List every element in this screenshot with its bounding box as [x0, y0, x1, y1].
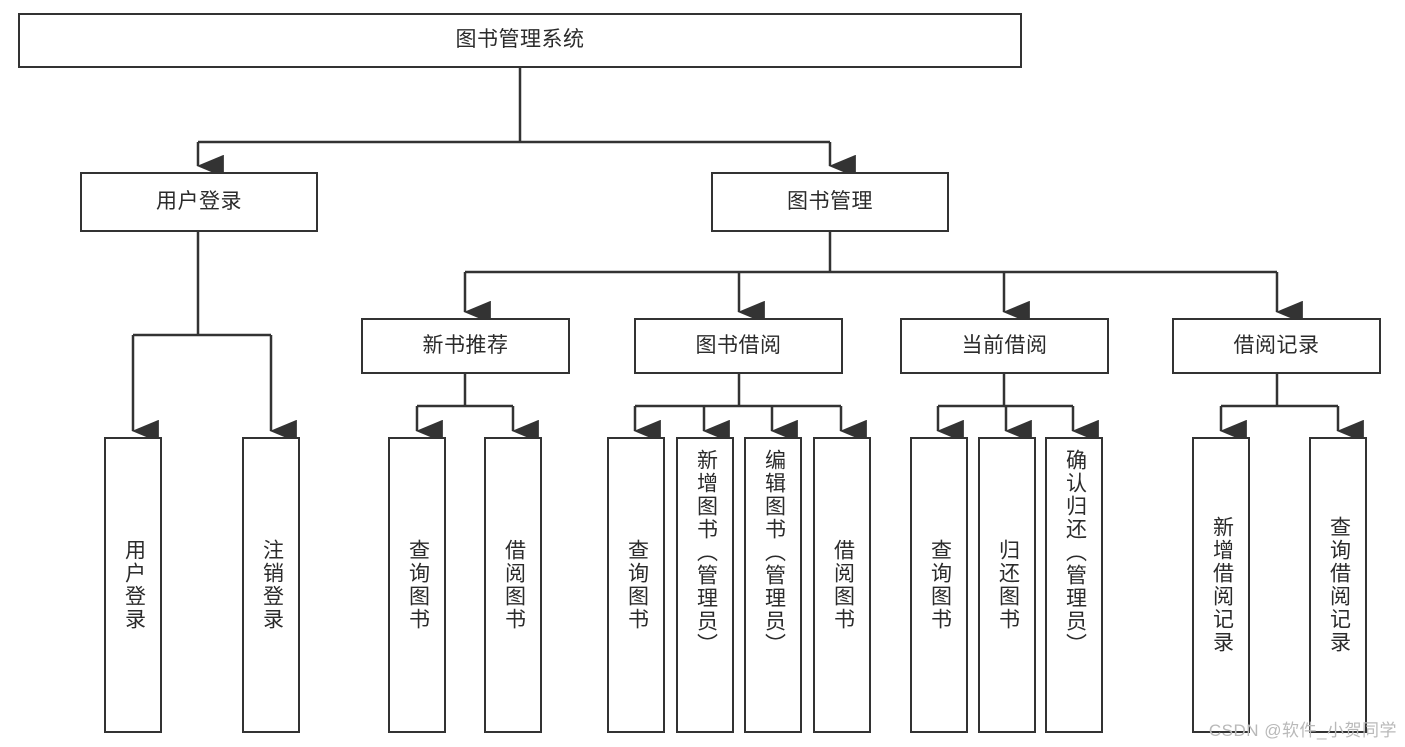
node-label: 查询图书: [625, 539, 649, 631]
leaf-borrow-edit-book-admin[interactable]: 编辑图书（管理员）: [744, 437, 802, 733]
node-label: 注销登录: [260, 539, 284, 631]
node-label: 借阅记录: [1233, 333, 1320, 357]
node-label: 借阅图书: [502, 539, 526, 631]
node-label: 新增图书（管理员）: [694, 449, 718, 656]
node-current-borrowing[interactable]: 当前借阅: [900, 318, 1109, 374]
node-label: 图书借阅: [695, 333, 782, 357]
node-label: 借阅图书: [831, 539, 855, 631]
node-label: 归还图书: [996, 539, 1020, 631]
leaf-current-return-books[interactable]: 归还图书: [978, 437, 1036, 733]
node-label: 查询借阅记录: [1327, 516, 1351, 654]
node-label: 当前借阅: [961, 333, 1048, 357]
node-label: 查询图书: [406, 539, 430, 631]
node-user-login[interactable]: 用户登录: [80, 172, 318, 232]
node-label: 编辑图书（管理员）: [762, 449, 786, 656]
node-label: 新增借阅记录: [1210, 516, 1234, 654]
node-label: 确认归还（管理员）: [1063, 449, 1087, 656]
watermark-text: CSDN @软件_小贺同学: [1208, 721, 1397, 740]
node-borrowing-records[interactable]: 借阅记录: [1172, 318, 1381, 374]
node-label: 新书推荐: [422, 333, 509, 357]
leaf-user-login-login[interactable]: 用户登录: [104, 437, 162, 733]
node-label: 用户登录: [156, 189, 242, 213]
node-label: 用户登录: [122, 539, 146, 631]
node-book-management[interactable]: 图书管理: [711, 172, 949, 232]
node-new-book-recommendation[interactable]: 新书推荐: [361, 318, 570, 374]
leaf-new-book-query-books[interactable]: 查询图书: [388, 437, 446, 733]
leaf-current-confirm-return-admin[interactable]: 确认归还（管理员）: [1045, 437, 1103, 733]
leaf-records-query-record[interactable]: 查询借阅记录: [1309, 437, 1367, 733]
leaf-borrow-borrow-books[interactable]: 借阅图书: [813, 437, 871, 733]
node-label: 图书管理系统: [455, 28, 585, 52]
node-root-book-management-system[interactable]: 图书管理系统: [18, 13, 1022, 68]
node-label: 查询图书: [928, 539, 952, 631]
node-book-borrowing[interactable]: 图书借阅: [634, 318, 843, 374]
leaf-borrow-query-books[interactable]: 查询图书: [607, 437, 665, 733]
leaf-records-add-record[interactable]: 新增借阅记录: [1192, 437, 1250, 733]
leaf-new-book-borrow-books[interactable]: 借阅图书: [484, 437, 542, 733]
leaf-borrow-add-book-admin[interactable]: 新增图书（管理员）: [676, 437, 734, 733]
leaf-current-query-books[interactable]: 查询图书: [910, 437, 968, 733]
leaf-user-login-logout[interactable]: 注销登录: [242, 437, 300, 733]
node-label: 图书管理: [787, 189, 873, 213]
